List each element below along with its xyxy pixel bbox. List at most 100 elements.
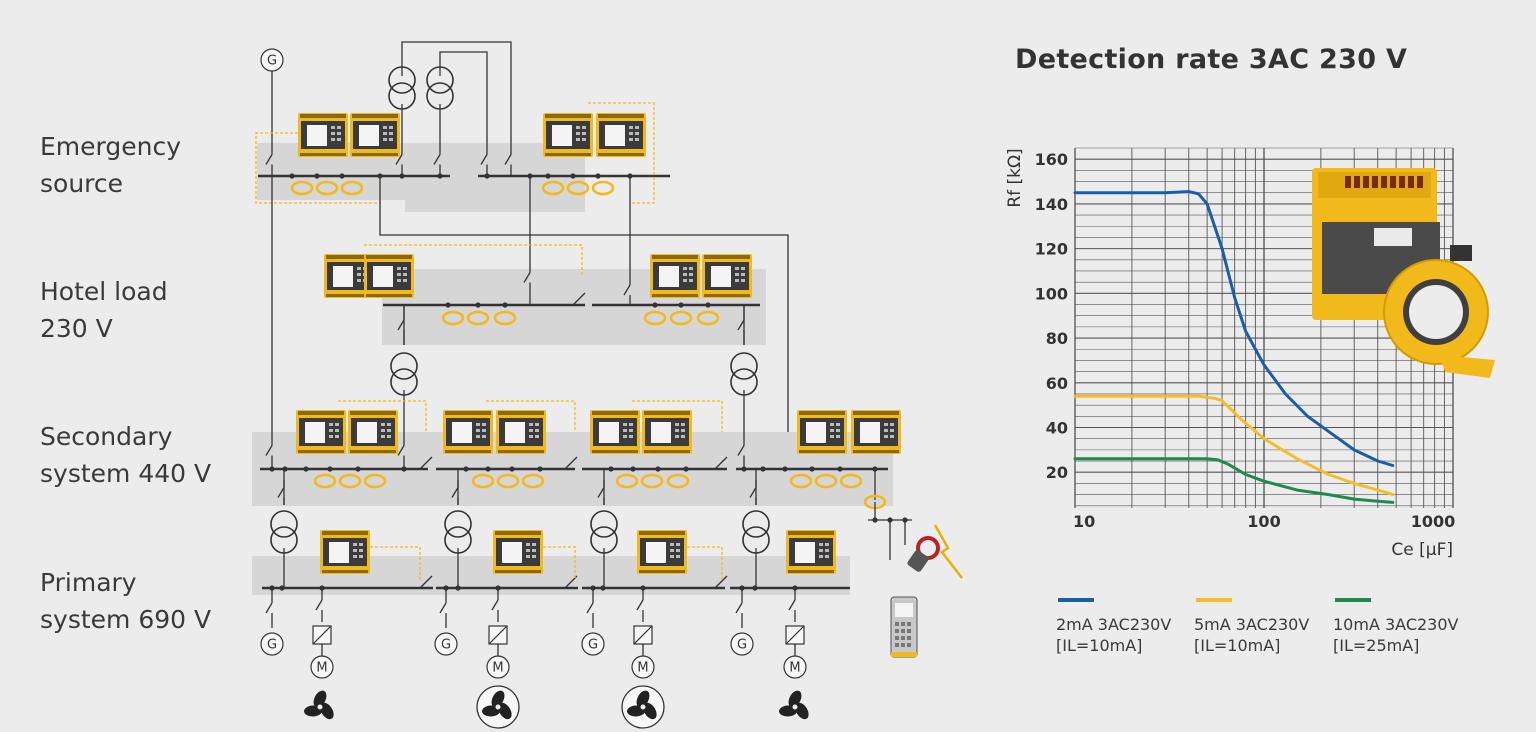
monitoring-device [320,530,370,574]
x-tick-label: 10 [1073,512,1095,531]
legend-swatch [1196,598,1232,602]
device-terminals [498,450,544,453]
legend-sublabel: [IL=10mA] [1194,636,1281,655]
device-button [359,549,363,552]
junction-dot [502,302,508,308]
junction-dot [455,585,461,591]
junction-dot [545,173,551,179]
level-label-line1: Secondary [40,422,173,451]
ct-sensor-ring [591,180,615,196]
device-button [335,423,339,426]
device-terminals [352,153,398,156]
device-button [629,429,633,432]
level-label-hotel: Hotel load 230 V [40,273,168,347]
transformer-icon [590,510,618,538]
switch-contact [735,602,743,614]
ct-sensor-ring [471,473,495,489]
device-display [860,422,880,443]
device-button [397,279,401,282]
junction-dot [327,466,333,472]
device-button [381,435,385,438]
monitoring-device [650,254,700,298]
device-button [397,273,401,276]
device-button [825,543,829,546]
ct-sensor-ring [290,180,314,196]
y-tick-label: 80 [1046,329,1068,348]
junction-dot [339,173,345,179]
generator-label: G [588,638,598,653]
legend-label: 10mA 3AC230V [1333,615,1459,634]
device-button [830,423,834,426]
switch-contact [737,319,745,331]
device-terminals [788,570,834,573]
device-button [383,126,387,129]
device-button [476,429,480,432]
switch-contact [504,154,512,165]
device-display [329,542,349,563]
handheld-key [901,622,905,626]
device-terminals [639,531,685,535]
generator-icon [581,632,605,656]
signal-link [632,400,723,432]
ct-sensor-ring [615,473,639,489]
junction-dot [509,466,515,472]
junction-dot [303,466,309,472]
product-terminal [1417,176,1423,188]
switch-contact [315,599,323,611]
switch-contact [737,445,745,456]
legend-sublabel: [IL=10mA] [1056,636,1143,655]
device-button [482,429,486,432]
device-display [659,266,679,287]
wire [439,51,488,143]
ct-sensor-ring [669,310,693,326]
device-button [681,429,685,432]
drive-icon-slash [785,625,805,645]
series-line-3 [1073,457,1395,504]
device-button [830,429,834,432]
junction-dot [705,302,711,308]
device-button [529,435,533,438]
motor-icon [631,655,655,679]
device-button [635,132,639,135]
device-button [329,429,333,432]
signal-link [370,546,421,580]
device-terminals [598,114,644,118]
drive-icon-slash [488,625,508,645]
monitoring-device [786,530,836,574]
handheld-key [895,636,899,640]
monitoring-device [364,254,414,298]
handheld-key [895,629,899,633]
device-button [529,429,533,432]
junction-dot [445,302,451,308]
device-button [683,273,687,276]
y-tick-label: 60 [1046,374,1068,393]
level-label-primary: Primary system 690 V [40,564,211,638]
device-terminals [300,153,346,156]
device-button [387,429,391,432]
ct-sensor-ring [313,473,337,489]
junction-dot [355,466,361,472]
device-button [890,429,894,432]
switch-contact [788,599,796,611]
ct-sensor-ring [340,180,364,196]
junction-dot [570,173,576,179]
device-button [830,435,834,438]
handheld-key [901,636,905,640]
generator-label: G [267,638,277,653]
ct-sensor-ring [363,473,387,489]
device-terminals [298,411,344,415]
product-terminal [1408,176,1414,188]
monitoring-device [348,410,398,454]
junction-dot [595,173,601,179]
legend-label: 5mA 3AC230V [1194,615,1310,634]
device-terminals [598,153,644,156]
device-button [387,435,391,438]
handheld-key [901,643,905,647]
legend-swatch [1335,598,1371,602]
generator-icon [730,632,754,656]
fan-icon [621,685,665,729]
switch-contact [623,284,631,296]
device-terminals [592,450,638,453]
signal-link [687,546,723,580]
junction-dot [837,466,843,472]
